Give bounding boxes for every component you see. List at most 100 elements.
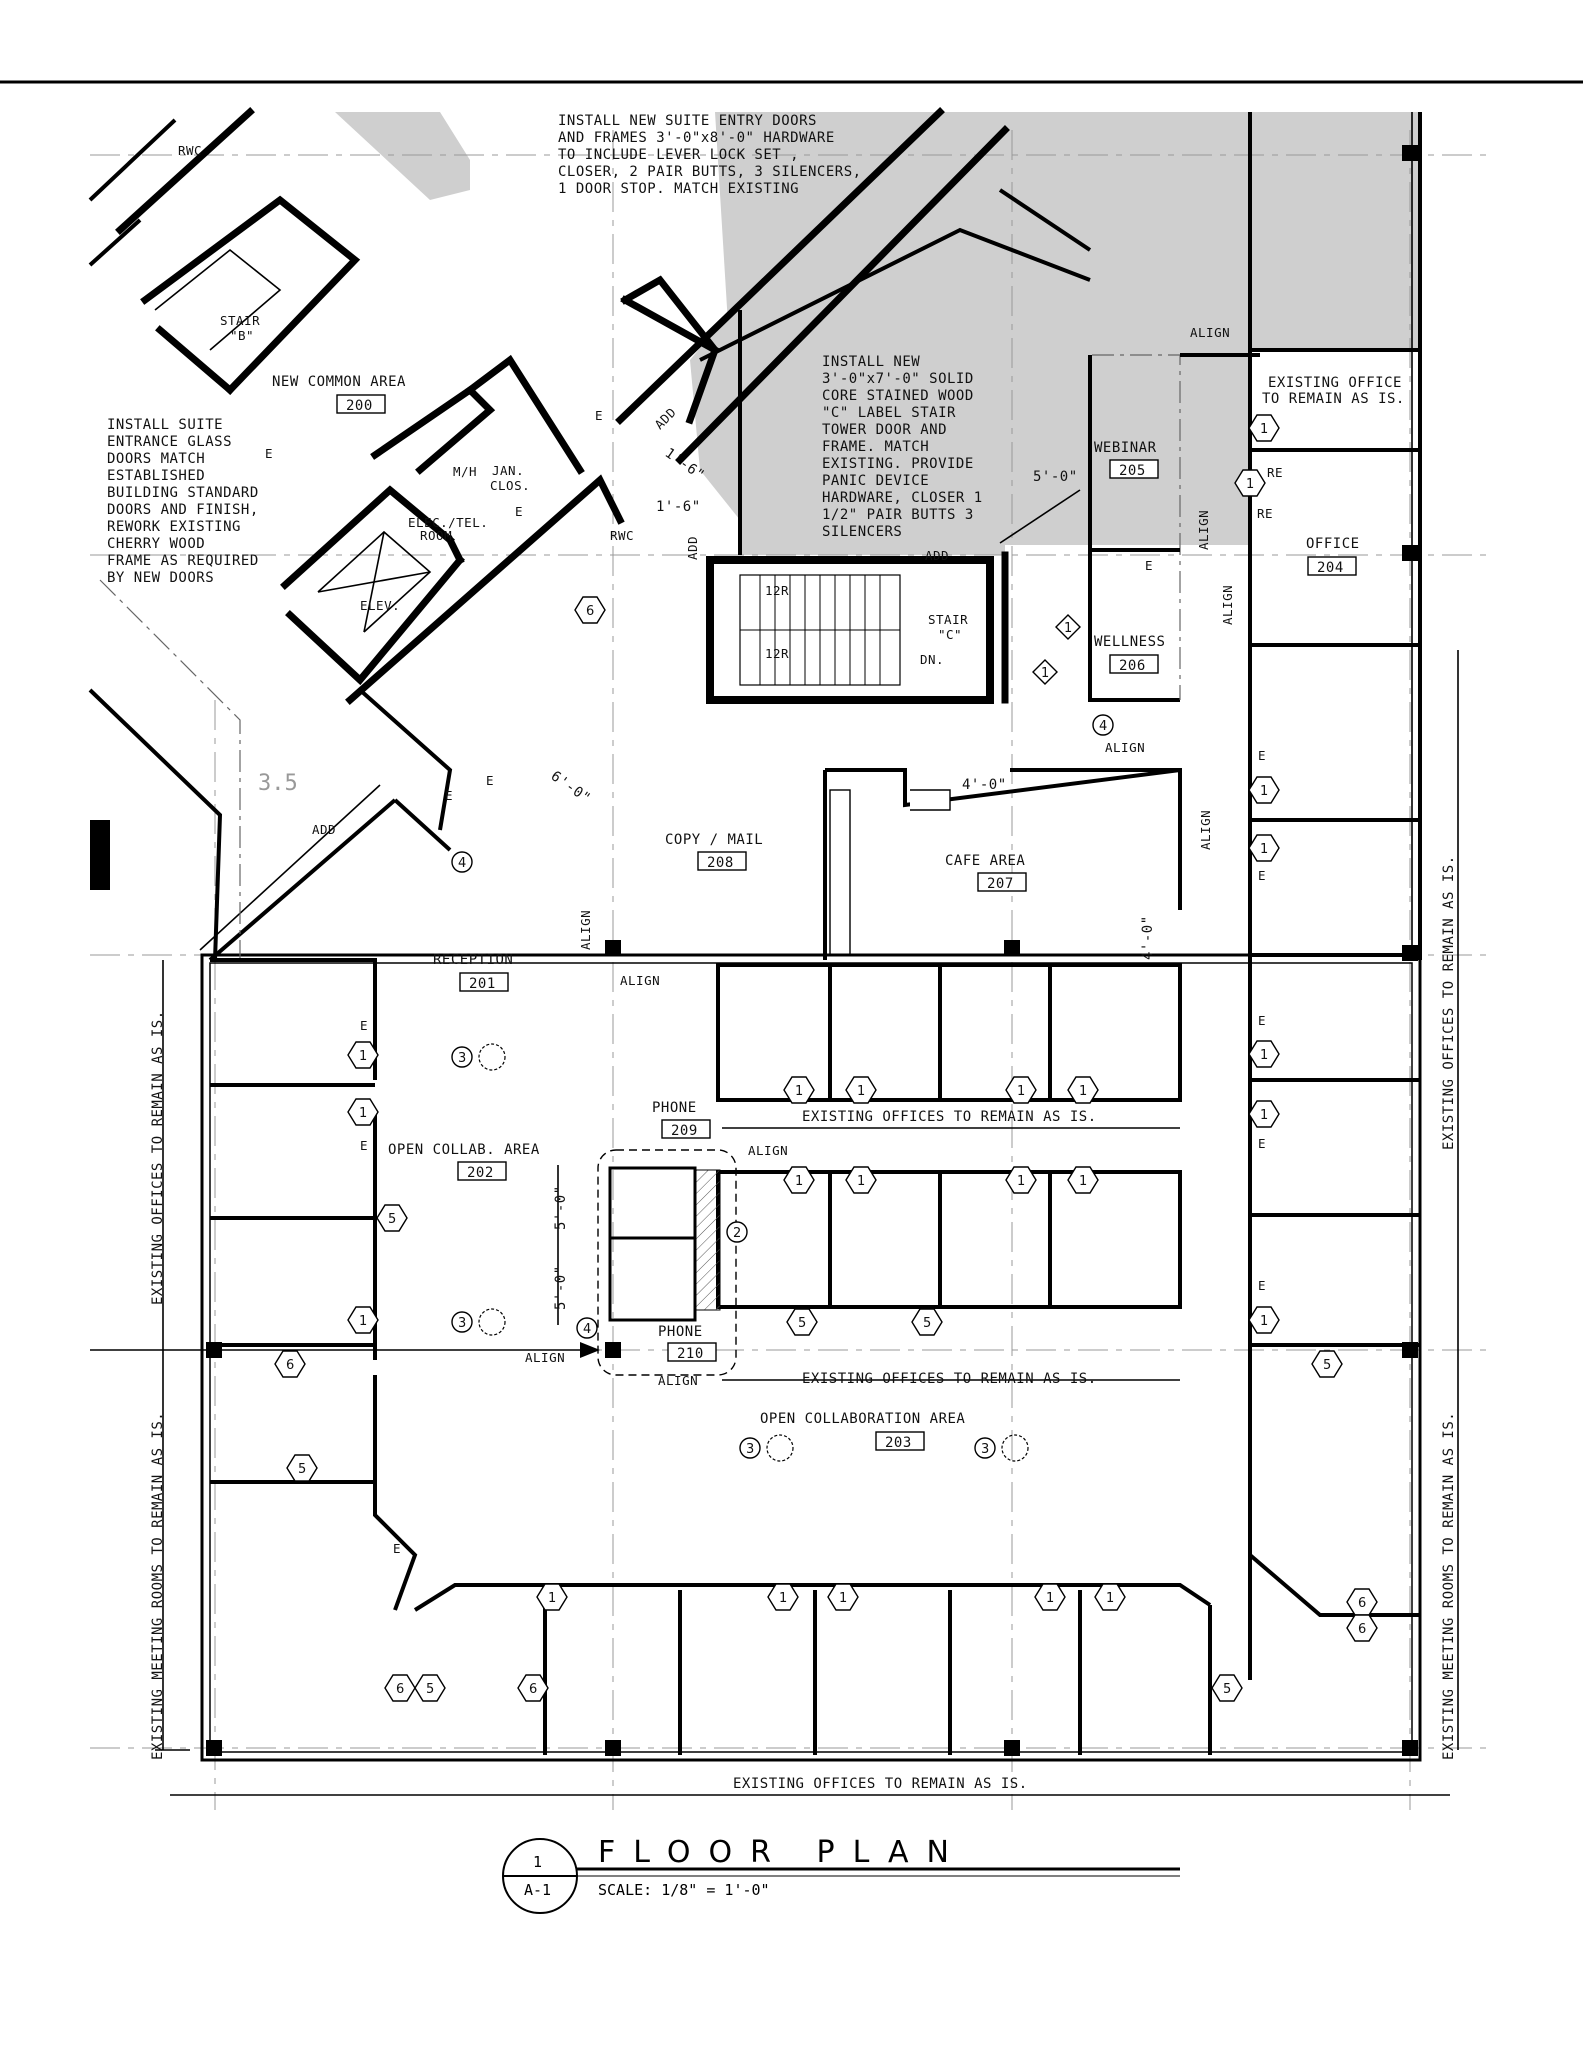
align-3: ALIGN xyxy=(620,973,660,988)
svg-text:BUILDING STANDARD: BUILDING STANDARD xyxy=(107,485,259,501)
room-name-office: OFFICE xyxy=(1306,536,1360,552)
tag-5-g: 5 xyxy=(1211,1674,1243,1702)
align-7: ALIGN xyxy=(1196,510,1211,550)
room-number-office: 204 xyxy=(1317,560,1344,576)
svg-text:ENTRANCE GLASS: ENTRANCE GLASS xyxy=(107,434,232,450)
tag-1-s: 1 xyxy=(536,1583,568,1611)
room-name-wellness: WELLNESS xyxy=(1094,634,1165,650)
svg-text:1: 1 xyxy=(1017,1084,1025,1099)
dim-5-0-b: 5'-0" xyxy=(553,1265,569,1310)
svg-text:6: 6 xyxy=(396,1682,404,1697)
svg-text:CHERRY WOOD: CHERRY WOOD xyxy=(107,536,205,552)
room-name-reception: RECEPTION xyxy=(433,952,513,968)
tag-1-g: 1 xyxy=(1067,1076,1099,1104)
room-number-wellness: 206 xyxy=(1119,658,1146,674)
tag-1-h: 1 xyxy=(783,1166,815,1194)
e-mark-7: E xyxy=(360,1138,368,1153)
room-name-phone-209: PHONE xyxy=(652,1100,697,1116)
dim-1-6-a: 1'-6" xyxy=(656,499,701,515)
e-mark-3: E xyxy=(515,504,523,519)
title-sheet: A-1 xyxy=(524,1881,551,1899)
right-upper-rooms xyxy=(1001,112,1420,1680)
note-existing-office-2: TO REMAIN AS IS. xyxy=(1262,391,1405,407)
svg-text:TO INCLUDE LEVER LOCK SET ,: TO INCLUDE LEVER LOCK SET , xyxy=(558,147,799,163)
jan-label-2: CLOS. xyxy=(490,478,530,493)
svg-text:DOORS MATCH: DOORS MATCH xyxy=(107,451,205,467)
tag-1-p: 1 xyxy=(1248,1040,1280,1068)
svg-text:PANIC DEVICE: PANIC DEVICE xyxy=(822,473,929,489)
stair-b-label: STAIR xyxy=(220,313,260,328)
room-name-phone-210: PHONE xyxy=(658,1324,703,1340)
room-name-open-collab: OPEN COLLAB. AREA xyxy=(388,1142,540,1158)
rwc-label: RWC xyxy=(178,143,202,158)
svg-text:2: 2 xyxy=(733,1226,741,1241)
svg-text:1: 1 xyxy=(1079,1084,1087,1099)
note-existing-offices-bottom: EXISTING OFFICES TO REMAIN AS IS. xyxy=(733,1776,1028,1792)
e-mark-1: E xyxy=(595,408,603,423)
elec-label: ELEC./TEL. xyxy=(408,515,488,530)
svg-text:1: 1 xyxy=(1260,422,1268,437)
tag-1-i: 1 xyxy=(845,1166,877,1194)
svg-text:1: 1 xyxy=(795,1174,803,1189)
tag-1-n: 1 xyxy=(1248,776,1280,804)
add-3: ADD xyxy=(685,536,700,560)
svg-text:5: 5 xyxy=(388,1212,396,1227)
svg-text:1: 1 xyxy=(1064,621,1072,636)
svg-text:1: 1 xyxy=(1046,1591,1054,1606)
tag-3-d: 3 xyxy=(974,1434,1029,1462)
core-walls xyxy=(88,107,625,962)
stair-c-core xyxy=(615,107,1092,704)
tag-3-b: 3 xyxy=(451,1308,506,1336)
svg-text:1: 1 xyxy=(359,1314,367,1329)
e-mark-10: E xyxy=(1258,868,1266,883)
svg-text:EXISTING. PROVIDE: EXISTING. PROVIDE xyxy=(822,456,974,472)
svg-text:1: 1 xyxy=(795,1084,803,1099)
align-5: ALIGN xyxy=(525,1350,565,1365)
room-number-copy: 208 xyxy=(707,855,734,871)
tag-4-top: 4 xyxy=(1092,714,1114,736)
dimension-lines xyxy=(90,489,1459,1796)
tag-1-o: 1 xyxy=(1248,834,1280,862)
room-number-cafe: 207 xyxy=(987,876,1014,892)
svg-text:1: 1 xyxy=(1260,1048,1268,1063)
svg-text:INSTALL NEW SUITE ENTRY DOORS: INSTALL NEW SUITE ENTRY DOORS xyxy=(558,113,817,129)
align-6: ALIGN xyxy=(658,1373,698,1388)
svg-text:1: 1 xyxy=(1260,1314,1268,1329)
svg-text:3: 3 xyxy=(981,1442,989,1457)
align-9: ALIGN xyxy=(1198,810,1213,850)
svg-text:1: 1 xyxy=(1017,1174,1025,1189)
note-existing-offices-left: EXISTING OFFICES TO REMAIN AS IS. xyxy=(150,1010,166,1305)
svg-text:1: 1 xyxy=(1079,1174,1087,1189)
tag-3-c: 3 xyxy=(739,1434,794,1462)
stair-c-sub: "C" xyxy=(938,627,962,642)
align-2: ALIGN xyxy=(1105,740,1145,755)
e-mark-4: E xyxy=(486,773,494,788)
svg-text:1: 1 xyxy=(1106,1591,1114,1606)
add-2: ADD xyxy=(925,548,949,563)
tag-3-a: 3 xyxy=(451,1043,506,1071)
grid-3-5-label: 3.5 xyxy=(258,771,298,796)
left-offices xyxy=(210,958,418,1611)
tag-1-q: 1 xyxy=(1248,1100,1280,1128)
svg-text:3: 3 xyxy=(458,1316,466,1331)
add-1: ADD xyxy=(312,822,336,837)
room-number-open-collaboration: 203 xyxy=(885,1435,912,1451)
tag-5-c: 5 xyxy=(786,1308,818,1336)
mh-label: M/H xyxy=(453,464,477,479)
svg-text:5: 5 xyxy=(798,1316,806,1331)
dim-5-0-top: 5'-0" xyxy=(1033,469,1078,485)
note-entry-doors: INSTALL NEW SUITE ENTRY DOORS AND FRAMES… xyxy=(558,113,861,197)
stair-dn: DN. xyxy=(920,652,944,667)
svg-text:"C" LABEL STAIR: "C" LABEL STAIR xyxy=(822,405,956,421)
tag-1-a: 1 xyxy=(347,1041,379,1069)
room-number-webinar: 205 xyxy=(1119,463,1146,479)
title-scale: SCALE: 1/8" = 1'-0" xyxy=(598,1881,770,1899)
svg-text:REWORK EXISTING: REWORK EXISTING xyxy=(107,519,241,535)
svg-text:5: 5 xyxy=(298,1462,306,1477)
stair-12r-b: 12R xyxy=(765,646,789,661)
svg-text:5: 5 xyxy=(426,1682,434,1697)
svg-text:6: 6 xyxy=(586,604,594,619)
svg-text:FRAME AS REQUIRED: FRAME AS REQUIRED xyxy=(107,553,259,569)
e-mark-8: E xyxy=(393,1541,401,1556)
room-number-open-collab: 202 xyxy=(467,1165,494,1181)
